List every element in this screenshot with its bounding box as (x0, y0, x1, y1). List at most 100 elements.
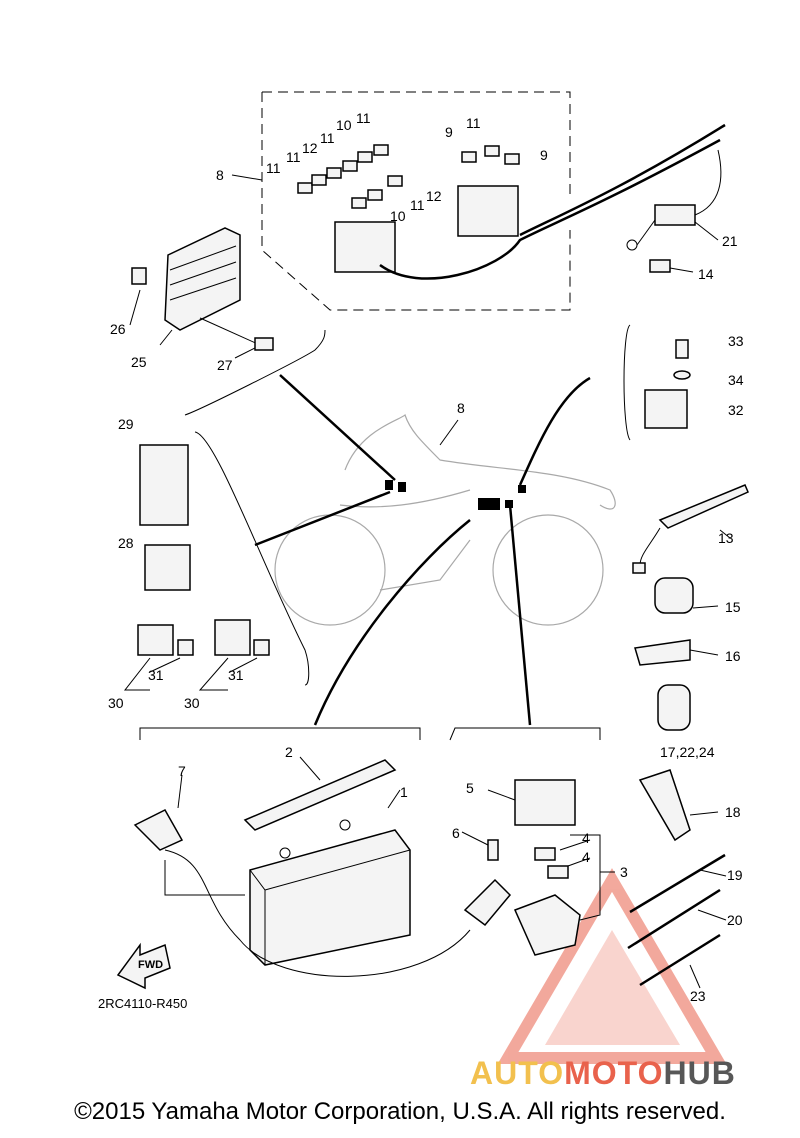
relay-28 (144, 544, 191, 591)
callout-1: 1 (400, 784, 408, 800)
callout-30b: 30 (184, 695, 200, 711)
watermark-text: AUTOMOTOHUB (470, 1055, 736, 1092)
callout-26: 26 (110, 321, 126, 337)
leader-relay (508, 504, 532, 726)
callout-34: 34 (728, 372, 744, 388)
callout-27: 27 (217, 357, 233, 373)
callout-15: 15 (725, 599, 741, 615)
cable-tie-20 (627, 888, 721, 950)
watermark-hub: HUB (663, 1055, 736, 1091)
callout-11a: 11 (266, 160, 281, 176)
callout-11f: 11 (466, 115, 481, 131)
clip-26 (131, 267, 147, 285)
battery-band-2 (243, 759, 397, 831)
relay-cover-5 (514, 779, 576, 826)
callout-14: 14 (698, 266, 714, 282)
small-fuses (297, 144, 520, 209)
regulator-bracket (184, 329, 326, 416)
callout-33: 33 (728, 333, 744, 349)
battery-bracket (139, 727, 421, 740)
connector-31b (253, 639, 270, 656)
starter-relay-3 (513, 894, 581, 956)
right-bracket (623, 324, 631, 441)
copyright-footer: ©2015 Yamaha Motor Corporation, U.S.A. A… (74, 1098, 726, 1125)
callout-9a: 9 (445, 124, 453, 140)
cable-tie-13 (658, 484, 749, 529)
callout-23: 23 (690, 988, 706, 1004)
clamp-15 (654, 577, 694, 614)
connector-30b (214, 619, 251, 656)
callout-10a: 10 (336, 117, 352, 133)
watermark-moto: MOTO (564, 1055, 664, 1091)
callout-9b: 9 (540, 147, 548, 163)
callout-12a: 12 (302, 140, 318, 156)
clamp-16 (634, 639, 691, 666)
cable-tie-23 (639, 933, 721, 987)
callout-5: 5 (466, 780, 474, 796)
callout-8b: 8 (457, 400, 465, 416)
callout-16: 16 (725, 648, 741, 664)
callout-11e: 11 (410, 197, 425, 213)
fuse-4b (547, 865, 569, 879)
callout-4b: 4 (582, 849, 590, 865)
callout-29: 29 (118, 416, 134, 432)
callout-12b: 12 (426, 188, 442, 204)
battery (249, 819, 411, 966)
fuse-block-right (457, 185, 519, 237)
fwd-label: FWD (138, 959, 163, 971)
leader-battery (313, 519, 471, 726)
motorcycle-outline (274, 413, 616, 626)
fuse-box-group (231, 91, 726, 311)
callout-28: 28 (118, 535, 134, 551)
leader-left (254, 490, 391, 547)
wire-harness (379, 138, 721, 280)
callout-6: 6 (452, 825, 460, 841)
connector-31a (177, 639, 194, 656)
battery-cable-7 (133, 809, 184, 851)
connector-32 (644, 389, 688, 429)
fuse-4a (534, 847, 556, 861)
bolt-6 (487, 839, 499, 861)
diagram-code: 2RC4110-R450 (98, 996, 188, 1011)
clamp-17 (657, 684, 691, 731)
cable-tie-19 (629, 853, 726, 914)
relay-bracket (449, 727, 601, 741)
callout-21: 21 (722, 233, 738, 249)
bolt-27 (254, 337, 274, 351)
bracket-6 (463, 878, 512, 927)
callout-11b: 11 (286, 149, 301, 165)
callout-18: 18 (725, 804, 741, 820)
callout-8a: 8 (216, 167, 224, 183)
sensor-21 (654, 204, 696, 226)
washer-34 (673, 370, 691, 380)
callout-30a: 30 (108, 695, 124, 711)
callout-2: 2 (285, 744, 293, 760)
relay-29 (139, 444, 189, 526)
callout-20: 20 (727, 912, 743, 928)
callout-17-22-24: 17,22,24 (660, 744, 715, 760)
connector-30a (137, 624, 174, 656)
bolt-33 (675, 339, 689, 359)
bolt-14 (649, 259, 671, 273)
callout-31b: 31 (228, 667, 244, 683)
callout-32: 32 (728, 402, 744, 418)
callout-11d: 11 (356, 110, 371, 126)
callout-13: 13 (718, 530, 734, 546)
clamp-18 (638, 769, 691, 842)
rectifier-regulator (129, 227, 274, 359)
watermark-auto: AUTO (470, 1055, 565, 1091)
callout-31a: 31 (148, 667, 164, 683)
callout-4a: 4 (582, 830, 590, 846)
left-bracket (194, 431, 310, 686)
callout-25: 25 (131, 354, 147, 370)
fwd-direction-arrow: FWD (116, 942, 171, 990)
fuse-block-left (334, 221, 396, 273)
leader-right (518, 376, 591, 486)
callout-19: 19 (727, 867, 743, 883)
leader-regulator (279, 374, 396, 481)
callout-3: 3 (620, 864, 628, 880)
callout-10b: 10 (390, 208, 406, 224)
callout-7: 7 (178, 763, 186, 779)
callout-11c: 11 (320, 130, 335, 146)
